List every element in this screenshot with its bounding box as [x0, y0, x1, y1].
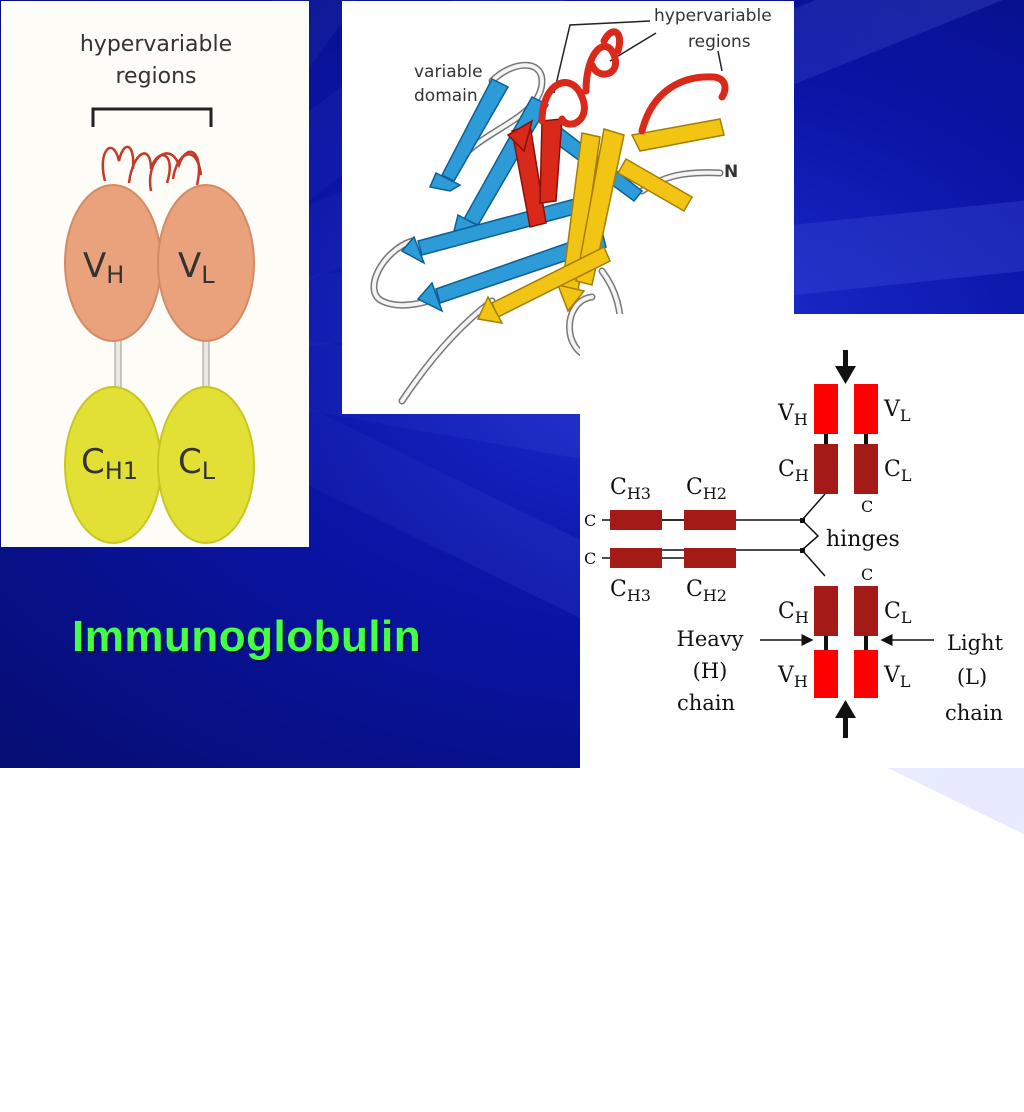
- red-hypervariable-strands: [506, 118, 563, 228]
- pointer-line-3: [717, 50, 723, 72]
- ribbon-structure-panel: variable domain hypervariable regions N: [342, 1, 794, 414]
- antibody-schematic-panel: VH VL CH CL C hinges C C CH3: [580, 314, 1024, 768]
- bottom-ch-label: CH: [778, 599, 809, 627]
- top-cl-label: CL: [884, 457, 912, 485]
- lower-ch3-label: CH3: [610, 577, 651, 605]
- top-heavy-linker: [824, 434, 828, 444]
- top-vh-label: VH: [777, 401, 808, 429]
- pointer-line-1: [553, 20, 651, 94]
- top-vl-label: VL: [883, 397, 911, 425]
- upper-ch3-block: [610, 510, 662, 530]
- ribbon-structure: variable domain hypervariable regions N: [370, 6, 772, 405]
- yellow-beta-strands: [476, 118, 725, 324]
- top-vh-block: [814, 384, 838, 434]
- bottom-heavy-linker: [824, 636, 828, 650]
- label-n-terminus: N: [724, 162, 738, 182]
- top-vl-block: [854, 384, 878, 434]
- bottom-cl-label: CL: [884, 599, 912, 627]
- bottom-vh-block: [814, 650, 838, 698]
- disulfide-bond-1: [800, 518, 805, 523]
- antibody-schematic: VH VL CH CL C hinges C C CH3: [584, 350, 1004, 738]
- domain-schematic-panel: hypervariable regions VH VL CH1 CL: [1, 1, 309, 547]
- label-hypervariable: hypervariable: [654, 6, 772, 26]
- bottom-c-terminus: C: [861, 565, 873, 584]
- lower-c-terminus: C: [584, 549, 596, 568]
- light-chain-label-2: (L): [957, 665, 987, 689]
- bottom-vl-block: [854, 650, 878, 698]
- cl-label: CL: [178, 442, 216, 485]
- lower-ch3-block: [610, 548, 662, 568]
- light-chain-label-3: chain: [945, 701, 1003, 725]
- top-arrow-head: [835, 366, 856, 384]
- bottom-ch-block: [814, 586, 838, 636]
- bottom-cl-block: [854, 586, 878, 636]
- hypervariable-bracket: [91, 107, 213, 127]
- bottom-arrow-head: [835, 700, 856, 718]
- upper-ch3-label: CH3: [610, 475, 651, 503]
- top-ch-label: CH: [778, 457, 809, 485]
- bottom-arrow-shaft: [843, 716, 848, 738]
- label-domain: domain: [414, 86, 478, 106]
- bottom-vh-label: VH: [777, 663, 808, 691]
- top-light-linker: [864, 434, 868, 444]
- light-chain-label-1: Light: [947, 631, 1004, 655]
- red-hypervariable-loops: [538, 28, 729, 135]
- disulfide-bond-2: [800, 548, 805, 553]
- fc-connectors: [602, 519, 684, 559]
- upper-c-terminus: C: [584, 511, 596, 530]
- vh-label: VH: [83, 246, 124, 289]
- bottom-vl-label: VL: [883, 663, 911, 691]
- hinges-label: hinges: [826, 527, 900, 552]
- label-variable: variable: [414, 62, 483, 82]
- vl-domain: [157, 184, 255, 342]
- header-regions: regions: [115, 64, 196, 89]
- header-hypervariable: hypervariable: [80, 32, 232, 57]
- vl-label: VL: [178, 246, 215, 289]
- heavy-chain-label-2: (H): [693, 659, 728, 683]
- top-cl-block: [854, 444, 878, 494]
- upper-ch2-label: CH2: [686, 475, 727, 503]
- hypervariable-loops: [101, 145, 203, 192]
- lower-ch2-block: [684, 548, 736, 568]
- slide-title: Immunoglobulin: [72, 612, 422, 661]
- upper-ch2-block: [684, 510, 736, 530]
- label-regions: regions: [688, 32, 751, 52]
- top-c-terminus: C: [861, 497, 873, 516]
- heavy-chain-label-3: chain: [677, 691, 735, 715]
- domain-schematic: hypervariable regions VH VL CH1 CL: [64, 32, 255, 544]
- top-ch-block: [814, 444, 838, 494]
- cl-domain: [157, 386, 255, 544]
- ch1-label: CH1: [81, 442, 138, 485]
- bottom-light-linker: [864, 636, 868, 650]
- lower-ch2-label: CH2: [686, 577, 727, 605]
- top-arrow-shaft: [843, 350, 848, 372]
- heavy-chain-label-1: Heavy: [677, 627, 744, 651]
